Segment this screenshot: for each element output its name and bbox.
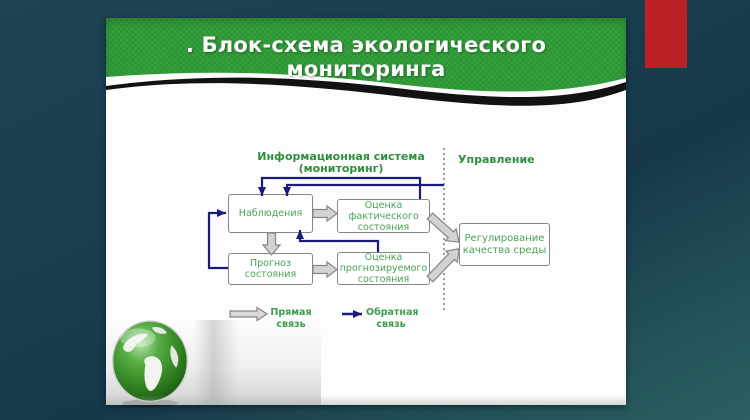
direct-arrow-forecast-to-predicted (312, 260, 338, 279)
node-regulation-line: Регулирование (464, 232, 545, 244)
node-forecast-line: состояния (244, 269, 297, 280)
direct-arrow-observations-to-actual (312, 204, 338, 223)
node-actual-state-assessment: Оценка фактического состояния (337, 199, 430, 233)
node-predicted-line: состояния (357, 274, 410, 285)
header-wave-decoration (106, 72, 626, 133)
node-predicted-state-assessment: Оценка прогнозируемого состояния (337, 252, 430, 285)
diagram: Информационная система (мониторинг) Упра… (106, 18, 626, 405)
label-information-system-line1: Информационная система (257, 150, 425, 163)
legend-feedback-line1: Обратная (366, 307, 419, 318)
label-information-system-line2: (мониторинг) (298, 162, 384, 175)
node-regulation: Регулирование качества среды (459, 223, 550, 266)
legend-direct-line2: связь (276, 319, 306, 330)
legend-direct-label: Прямая связь (266, 307, 316, 331)
globe-photo-shadow-band (194, 320, 238, 405)
slide-bottom-fade (106, 395, 626, 405)
slide-header: . Блок-схема экологического мониторинга (106, 18, 626, 133)
node-forecast-line: Прогноз (249, 258, 292, 269)
node-predicted-line: Оценка (364, 252, 403, 263)
feedback-arrow-forecast-to-observations (207, 209, 228, 270)
node-regulation-line: качества среды (462, 244, 547, 256)
direct-arrow-observations-to-forecast (261, 232, 282, 256)
legend-feedback-label: Обратная связь (366, 307, 419, 331)
red-accent-bar (645, 0, 687, 68)
node-predicted-line: прогнозируемого (339, 263, 428, 274)
node-observations-text: Наблюдения (238, 208, 303, 219)
node-actual-line: Оценка (364, 199, 403, 211)
legend-direct-line1: Прямая (270, 307, 312, 318)
legend-direct-arrow-icon (229, 306, 269, 322)
slide-title: . Блок-схема экологического мониторинга (185, 33, 547, 81)
node-forecast: Прогноз состояния (228, 253, 313, 285)
node-actual-line: состояния (357, 221, 410, 233)
feedback-arrow-predicted-to-observations (296, 230, 380, 252)
node-actual-line: фактического (348, 210, 419, 222)
slide: . Блок-схема экологического мониторинга (106, 18, 626, 407)
label-management: Управление (458, 153, 535, 166)
node-observations: Наблюдения (228, 194, 313, 233)
label-information-system: Информационная система (мониторинг) (256, 151, 426, 175)
legend-feedback-line2: связь (376, 319, 406, 330)
